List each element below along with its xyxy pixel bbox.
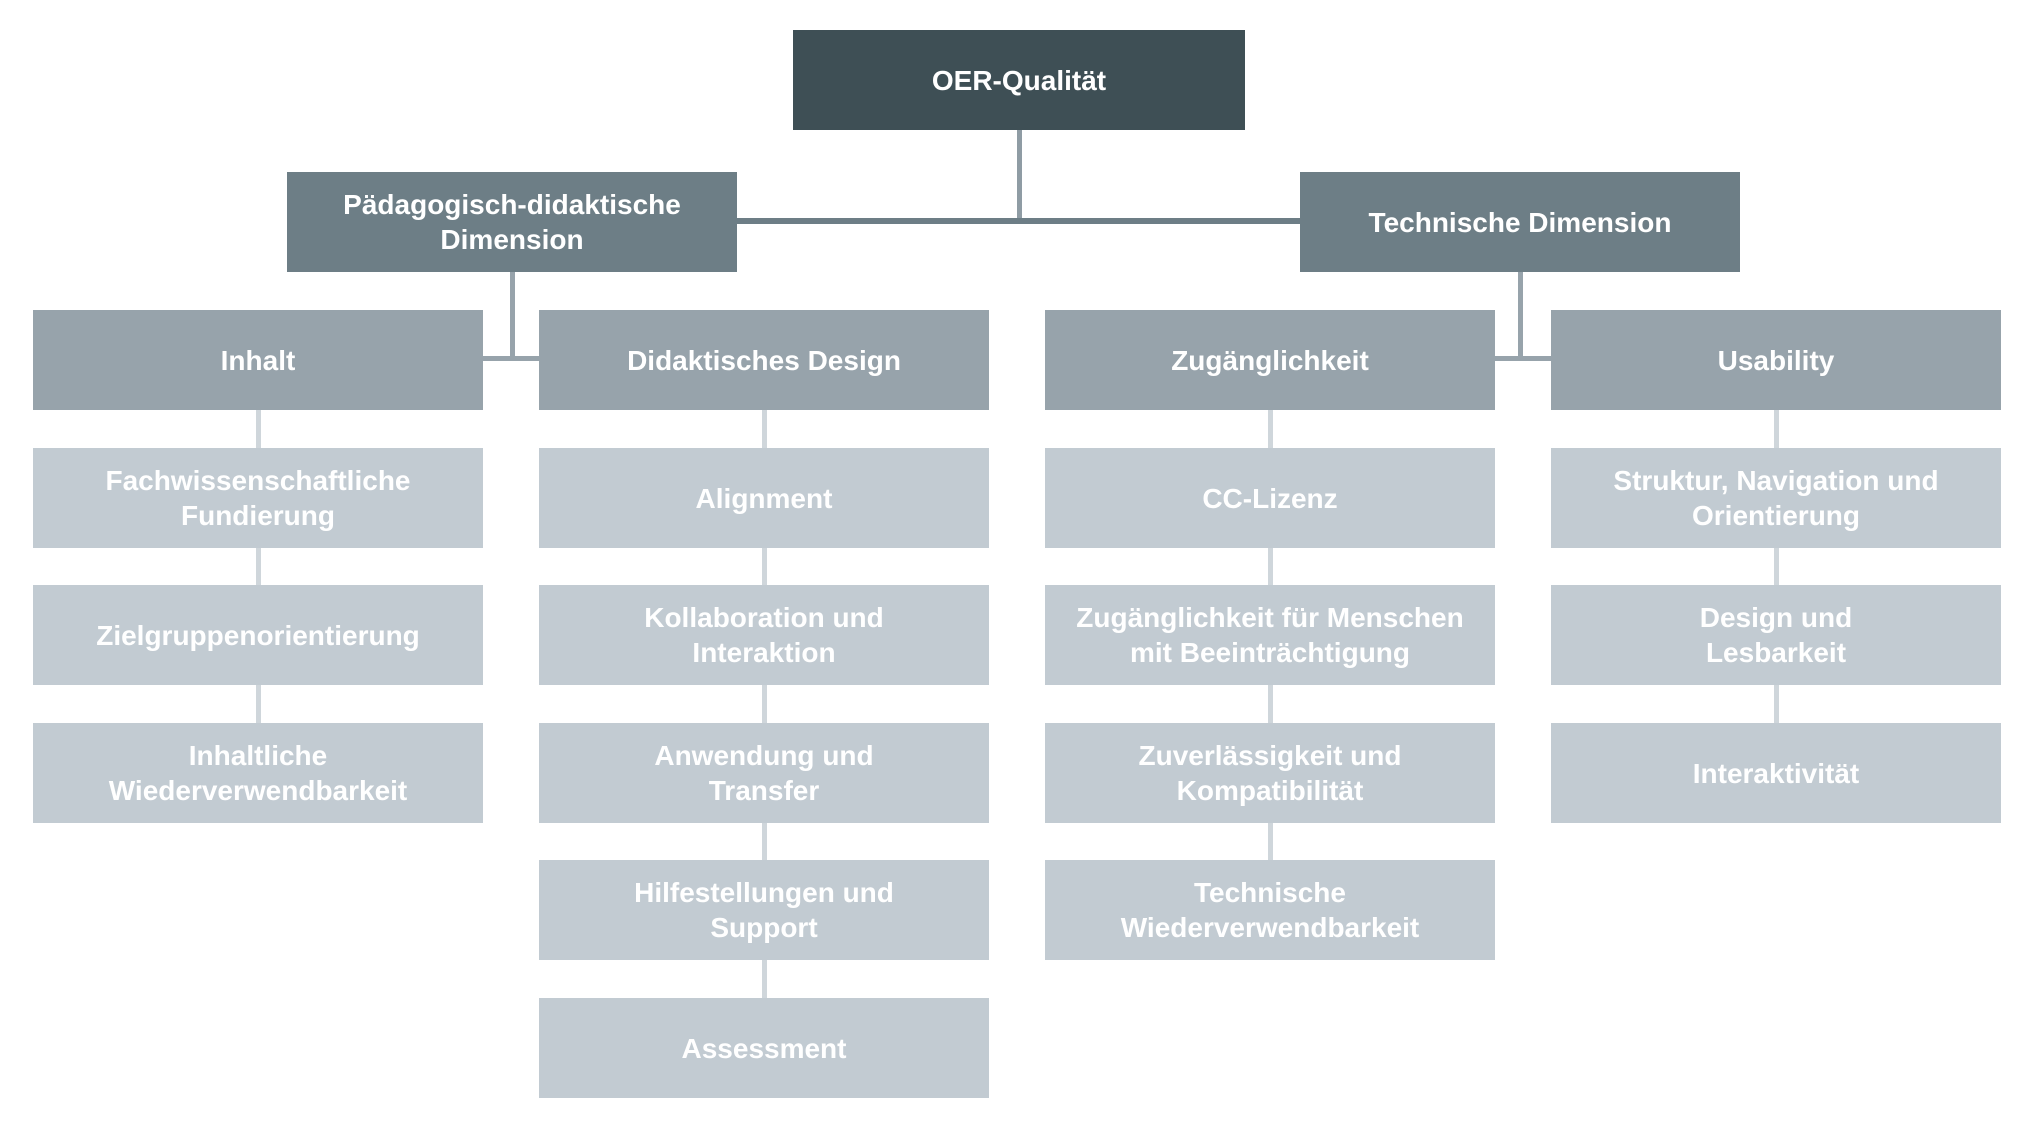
node-inhaltliche-wiederverwendbarkeit: Inhaltliche Wiederverwendbarkeit	[33, 723, 483, 823]
node-paedagogisch-didaktische-dimension: Pädagogisch-didaktische Dimension	[287, 172, 737, 272]
node-assessment: Assessment	[539, 998, 989, 1098]
node-oer-qualitaet: OER-Qualität	[793, 30, 1245, 130]
node-fachwissenschaftliche-fundierung: Fachwissenschaftliche Fundierung	[33, 448, 483, 548]
connector-col2-gap5	[762, 960, 767, 998]
node-alignment: Alignment	[539, 448, 989, 548]
node-zugaenglichkeit-fuer-menschen-mit-beeintraechtigung: Zugänglichkeit für Menschen mit Beeinträ…	[1045, 585, 1495, 685]
node-zugaenglichkeit: Zugänglichkeit	[1045, 310, 1495, 410]
connector-dim1-drop	[510, 272, 515, 361]
connector-col3-gap1	[1268, 410, 1273, 448]
node-didaktisches-design: Didaktisches Design	[539, 310, 989, 410]
node-technische-wiederverwendbarkeit: Technische Wiederverwendbarkeit	[1045, 860, 1495, 960]
connector-col3-gap2	[1268, 548, 1273, 585]
connector-col1-col2	[483, 356, 539, 361]
node-interaktivitaet: Interaktivität	[1551, 723, 2001, 823]
node-zielgruppenorientierung: Zielgruppenorientierung	[33, 585, 483, 685]
connector-dim2-drop	[1518, 272, 1523, 361]
node-zuverlaessigkeit-und-kompatibilitaet: Zuverlässigkeit und Kompatibilität	[1045, 723, 1495, 823]
connector-col4-gap1	[1774, 410, 1779, 448]
connector-col2-gap4	[762, 823, 767, 860]
connector-root-vertical	[1017, 130, 1022, 224]
node-anwendung-und-transfer: Anwendung und Transfer	[539, 723, 989, 823]
connector-col2-gap3	[762, 685, 767, 723]
connector-col3-gap4	[1268, 823, 1273, 860]
connector-dimensions-horizontal	[737, 218, 1300, 224]
connector-col1-gap2	[256, 548, 261, 585]
connector-col1-gap3	[256, 685, 261, 723]
connector-col4-gap3	[1774, 685, 1779, 723]
node-inhalt: Inhalt	[33, 310, 483, 410]
node-hilfestellungen-und-support: Hilfestellungen und Support	[539, 860, 989, 960]
node-usability: Usability	[1551, 310, 2001, 410]
connector-col1-gap1	[256, 410, 261, 448]
connector-col3-col4	[1495, 356, 1551, 361]
node-struktur-navigation-und-orientierung: Struktur, Navigation und Orientierung	[1551, 448, 2001, 548]
connector-col2-gap1	[762, 410, 767, 448]
node-kollaboration-und-interaktion: Kollaboration und Interaktion	[539, 585, 989, 685]
node-technische-dimension: Technische Dimension	[1300, 172, 1740, 272]
node-design-und-lesbarkeit: Design und Lesbarkeit	[1551, 585, 2001, 685]
connector-col4-gap2	[1774, 548, 1779, 585]
connector-col2-gap2	[762, 548, 767, 585]
connector-col3-gap3	[1268, 685, 1273, 723]
node-cc-lizenz: CC-Lizenz	[1045, 448, 1495, 548]
